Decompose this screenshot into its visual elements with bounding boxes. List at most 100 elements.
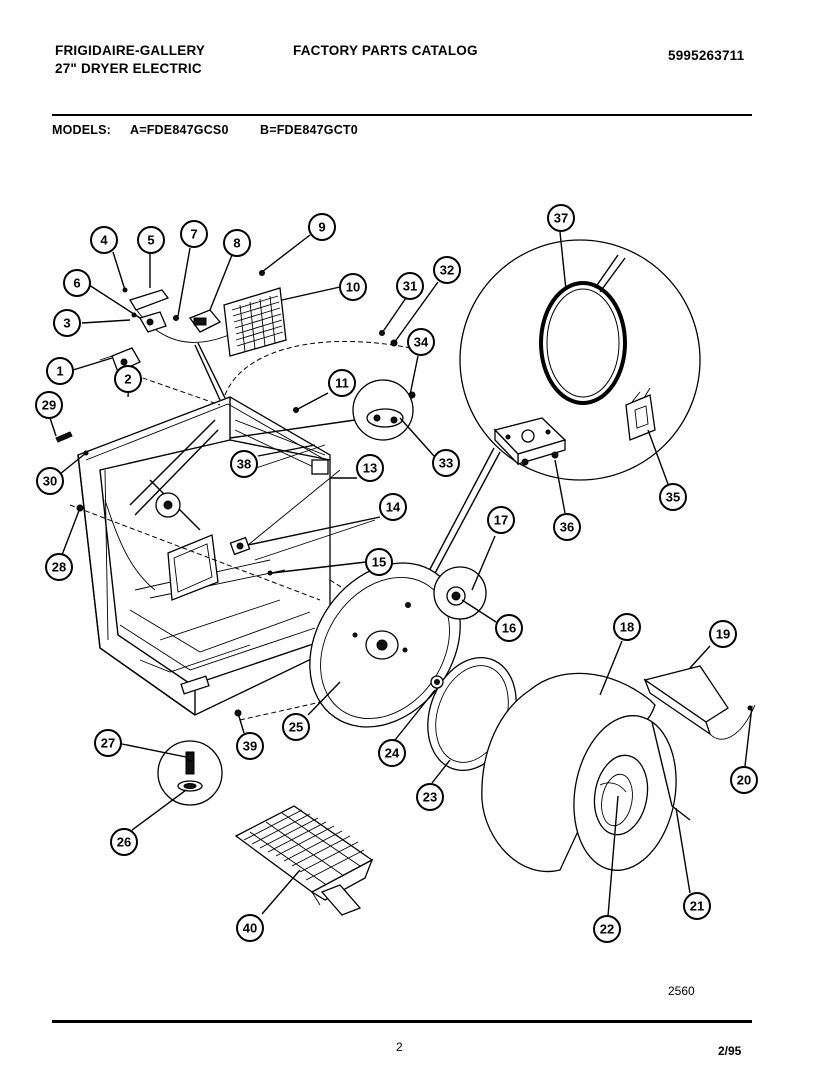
callout-20: 20	[730, 766, 758, 794]
small-fasteners	[55, 270, 398, 717]
thermostat-part-33	[229, 379, 416, 441]
callout-29: 29	[35, 391, 63, 419]
svg-text:10: 10	[346, 280, 360, 295]
svg-text:37: 37	[554, 211, 568, 226]
callout-38: 38	[230, 450, 258, 478]
svg-text:7: 7	[190, 227, 197, 242]
svg-text:38: 38	[237, 457, 251, 472]
product-name: 27" DRYER ELECTRIC	[55, 61, 202, 76]
leveling-leg	[157, 740, 223, 806]
drum-baffle-part-19	[643, 665, 756, 740]
model-b: B=FDE847GCT0	[260, 123, 358, 137]
svg-text:28: 28	[52, 560, 66, 575]
svg-text:5: 5	[147, 233, 154, 248]
svg-text:27: 27	[101, 736, 115, 751]
bracket-part-1-2	[99, 347, 141, 373]
top-parts-cluster	[122, 287, 241, 401]
callout-21: 21	[683, 892, 711, 920]
svg-text:26: 26	[117, 835, 131, 850]
leader-lines	[49, 231, 753, 917]
svg-text:40: 40	[243, 921, 257, 936]
svg-text:8: 8	[233, 236, 240, 251]
svg-text:1: 1	[56, 364, 63, 379]
callout-2: 2	[114, 365, 142, 393]
callout-37: 37	[547, 204, 575, 232]
bearing-part-16	[433, 566, 487, 620]
callout-17: 17	[487, 506, 515, 534]
detail-magnifier	[419, 239, 701, 591]
footer-rule	[52, 1020, 752, 1023]
header-rule	[52, 114, 752, 116]
lint-screen	[223, 287, 287, 357]
callout-32: 32	[433, 256, 461, 284]
svg-text:39: 39	[243, 739, 257, 754]
figure-number: 2560	[668, 984, 695, 998]
svg-text:2: 2	[124, 372, 131, 387]
svg-text:18: 18	[620, 620, 634, 635]
svg-text:9: 9	[318, 220, 325, 235]
svg-text:19: 19	[716, 627, 730, 642]
svg-text:13: 13	[363, 461, 377, 476]
callout-19: 19	[709, 620, 737, 648]
svg-text:33: 33	[439, 456, 453, 471]
switch-part-14	[229, 444, 376, 561]
revision-date: 2/95	[718, 1044, 742, 1058]
callout-28: 28	[45, 553, 73, 581]
rear-bulkhead	[309, 562, 461, 728]
callout-6: 6	[63, 269, 91, 297]
callout-25: 25	[282, 713, 310, 741]
callout-11: 11	[328, 369, 356, 397]
svg-text:6: 6	[73, 276, 80, 291]
cabinet-frame	[77, 396, 331, 716]
callout-30: 30	[36, 467, 64, 495]
svg-text:4: 4	[100, 233, 108, 248]
brand-name: FRIGIDAIRE-GALLERY	[55, 43, 206, 58]
callout-33: 33	[432, 449, 460, 477]
model-a: A=FDE847GCS0	[130, 123, 229, 137]
svg-text:31: 31	[403, 279, 417, 294]
callout-39: 39	[236, 732, 264, 760]
callout-15: 15	[365, 548, 393, 576]
callout-9: 9	[308, 213, 336, 241]
callout-3: 3	[53, 309, 81, 337]
svg-text:17: 17	[494, 513, 508, 528]
callout-18: 18	[613, 613, 641, 641]
svg-text:30: 30	[43, 474, 57, 489]
callout-40: 40	[236, 914, 264, 942]
callout-24: 24	[378, 739, 406, 767]
callout-8: 8	[223, 229, 251, 257]
svg-text:24: 24	[385, 746, 400, 761]
svg-text:14: 14	[386, 500, 401, 515]
callout-31: 31	[396, 272, 424, 300]
callout-7: 7	[180, 220, 208, 248]
svg-text:25: 25	[289, 720, 303, 735]
callout-1: 1	[46, 357, 74, 385]
callout-16: 16	[495, 614, 523, 642]
svg-text:3: 3	[63, 316, 70, 331]
svg-text:34: 34	[414, 335, 429, 350]
svg-text:22: 22	[600, 922, 614, 937]
catalog-number: 5995263711	[668, 48, 745, 63]
callout-5: 5	[137, 226, 165, 254]
dryer-drum	[481, 672, 691, 873]
callout-23: 23	[416, 783, 444, 811]
svg-text:35: 35	[666, 490, 680, 505]
drying-rack	[234, 805, 374, 916]
callout-22: 22	[593, 915, 621, 943]
svg-text:11: 11	[335, 376, 349, 391]
callout-14: 14	[379, 493, 407, 521]
callout-4: 4	[90, 226, 118, 254]
callout-35: 35	[659, 483, 687, 511]
svg-text:32: 32	[440, 263, 454, 278]
svg-text:15: 15	[372, 555, 386, 570]
callout-27: 27	[94, 729, 122, 757]
callout-13: 13	[356, 454, 384, 482]
callout-36: 36	[553, 513, 581, 541]
svg-text:16: 16	[502, 621, 516, 636]
svg-text:29: 29	[42, 398, 56, 413]
catalog-title: FACTORY PARTS CATALOG	[293, 43, 478, 58]
svg-text:21: 21	[690, 899, 704, 914]
callout-34: 34	[407, 328, 435, 356]
callout-10: 10	[339, 273, 367, 301]
